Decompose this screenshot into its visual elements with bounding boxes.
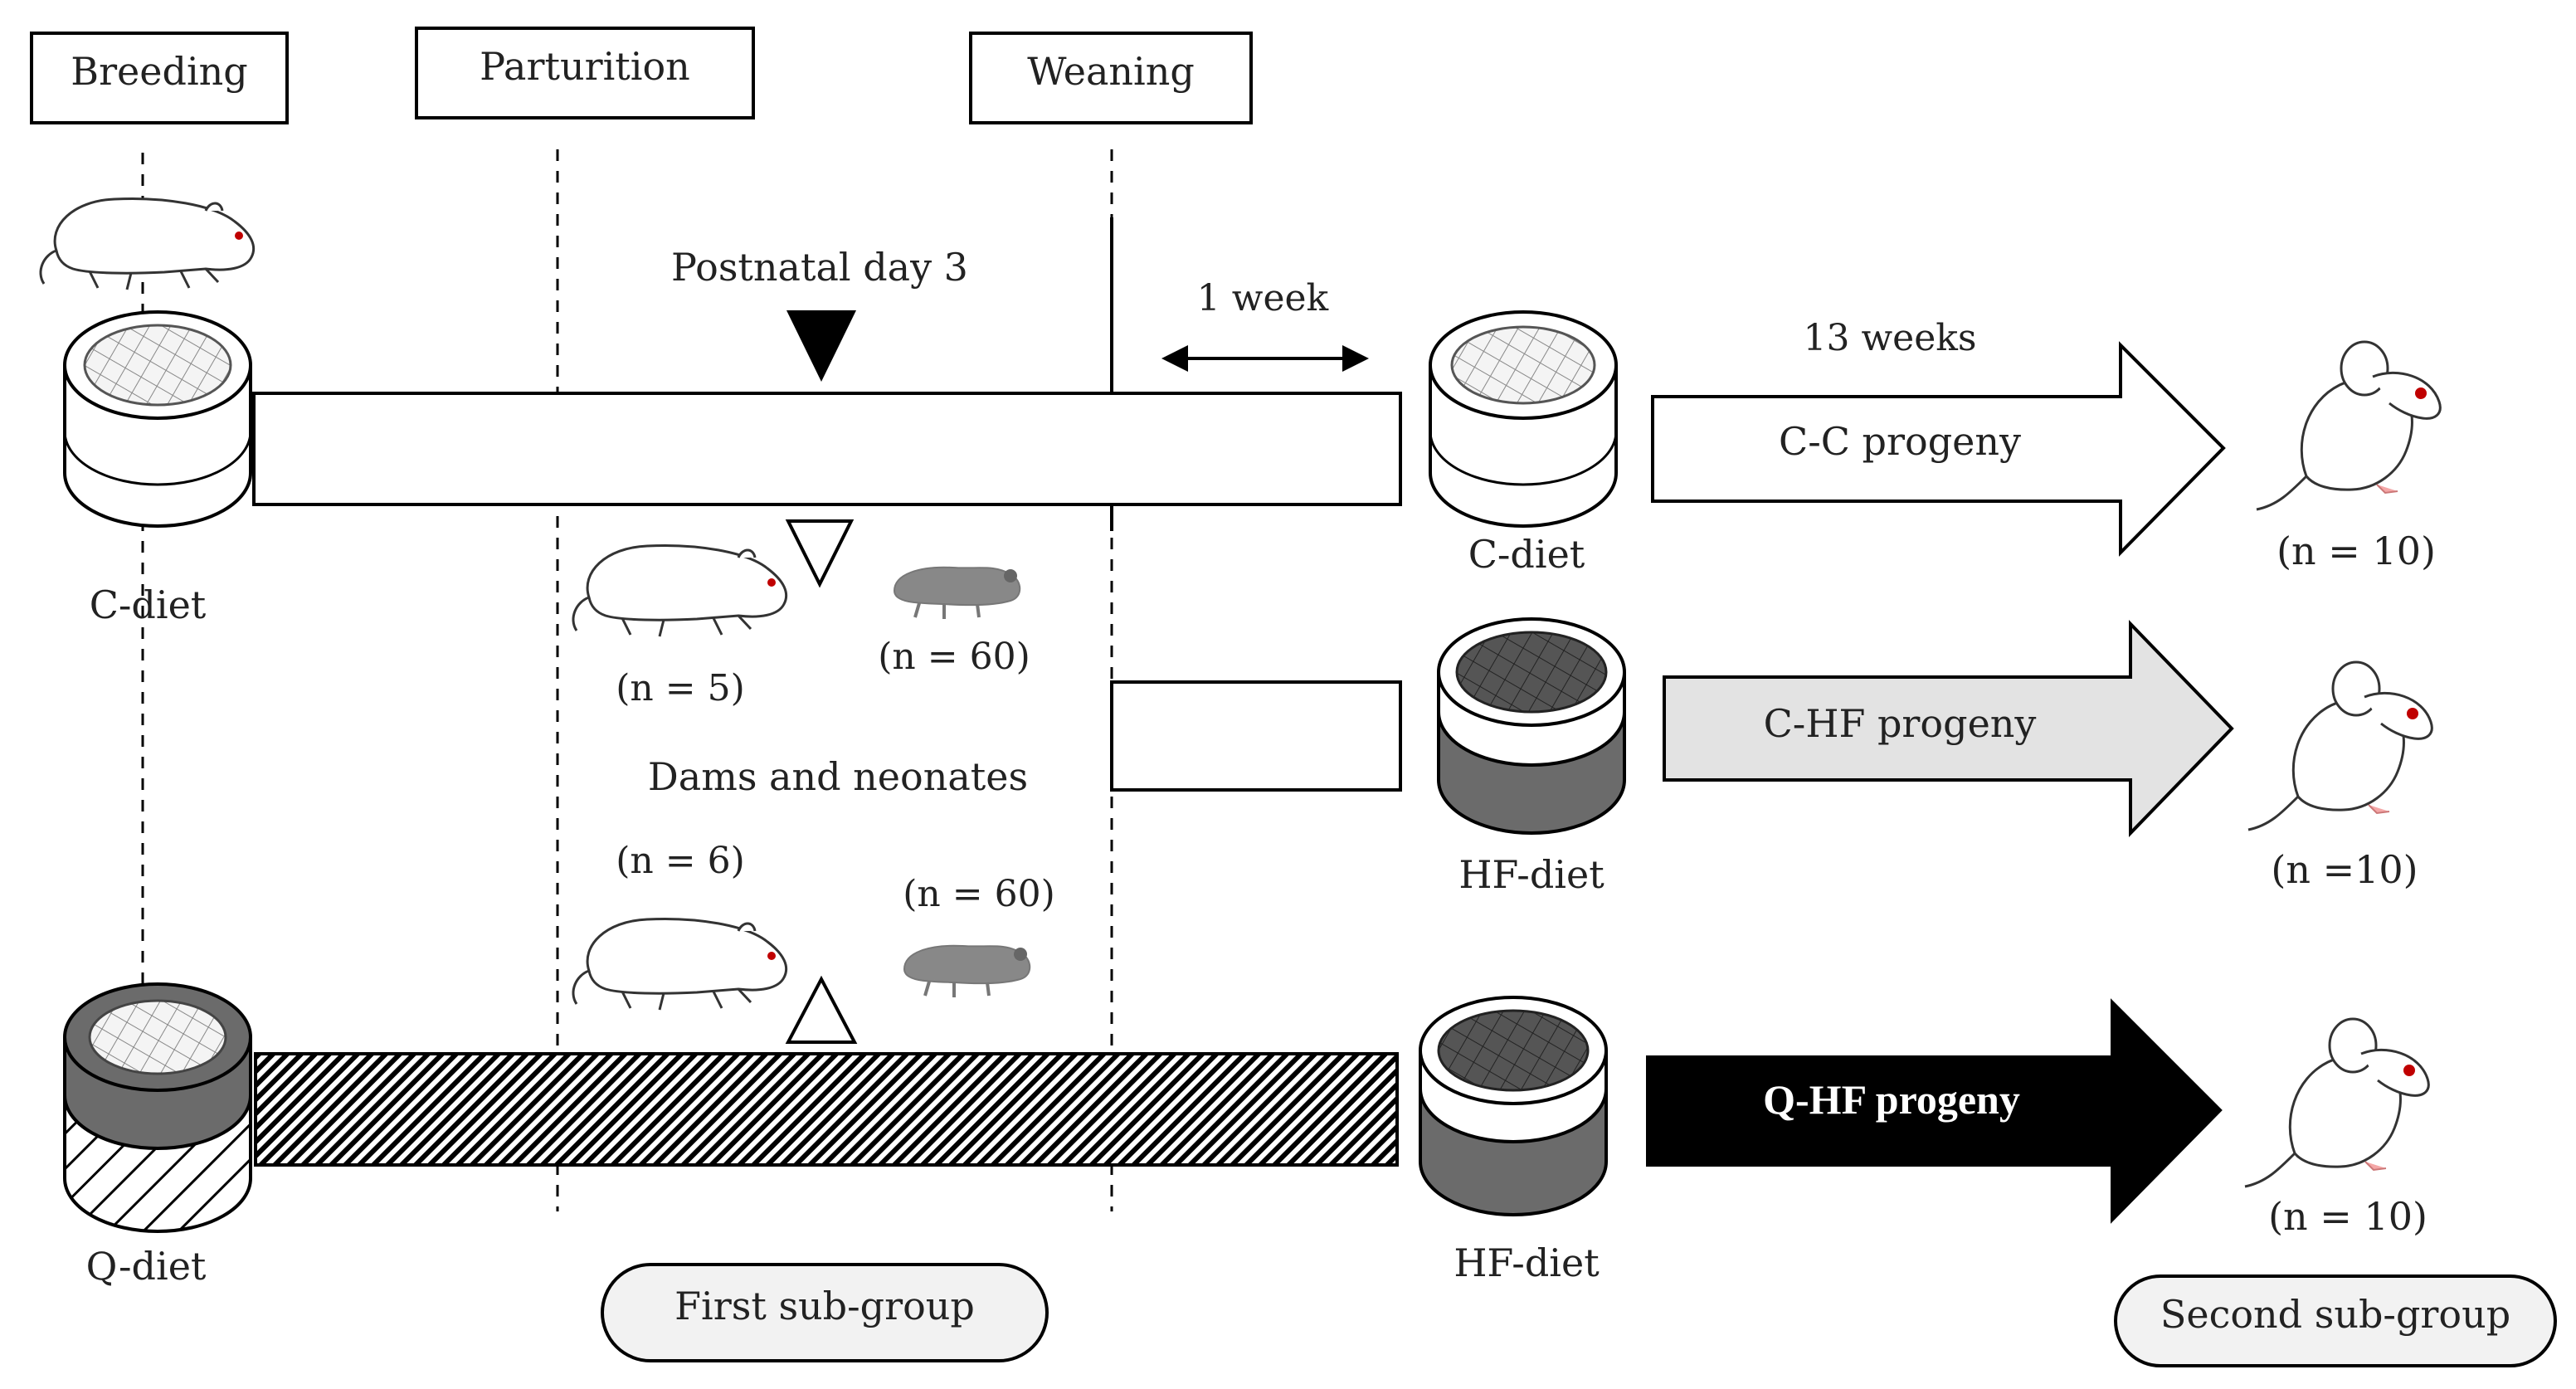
stage-weaning: Weaning bbox=[969, 32, 1253, 124]
top-pup-icon bbox=[893, 565, 1022, 621]
c-diet-cup-left-icon bbox=[63, 310, 252, 528]
cc-progeny-count: (n = 10) bbox=[2277, 529, 2436, 573]
second-subgroup-label: Second sub-group bbox=[2160, 1292, 2510, 1337]
qhf-progeny-count: (n = 10) bbox=[2268, 1194, 2427, 1239]
c-diet-timeline-bar bbox=[252, 392, 1402, 506]
bottom-open-triangle-icon bbox=[785, 975, 858, 1044]
chf-progeny-mouse-icon bbox=[2247, 660, 2433, 831]
qhf-progeny-mouse-icon bbox=[2243, 1017, 2430, 1188]
one-week-label: 1 week bbox=[1197, 277, 1329, 319]
q-diet-cup-left-icon bbox=[63, 982, 252, 1233]
cc-progeny-label: C-C progeny bbox=[1779, 419, 2021, 464]
bottom-pup-count: (n = 60) bbox=[903, 873, 1055, 915]
postnatal-day-down-triangle-icon bbox=[786, 310, 856, 382]
cc-progeny-arrow bbox=[1651, 341, 2226, 557]
breeding-dam-icon bbox=[39, 197, 256, 291]
qhf-progeny-label: Q-HF progeny bbox=[1763, 1076, 2020, 1123]
chf-progeny-arrow bbox=[1663, 620, 2234, 837]
chf-progeny-count: (n =10) bbox=[2271, 847, 2418, 892]
top-open-triangle-icon bbox=[785, 519, 855, 588]
c-diet-right-label: C-diet bbox=[1468, 532, 1585, 577]
stage-parturition-label: Parturition bbox=[480, 44, 690, 89]
chf-progeny-label: C-HF progeny bbox=[1764, 701, 2037, 746]
q-diet-left-label: Q-diet bbox=[86, 1244, 207, 1289]
dams-and-neonates-label: Dams and neonates bbox=[648, 754, 1028, 799]
thirteen-weeks-label: 13 weeks bbox=[1804, 317, 1977, 359]
c-diet-cup-right-icon bbox=[1429, 310, 1618, 528]
c-diet-left-label: C-diet bbox=[90, 582, 207, 627]
q-diet-timeline-bar bbox=[254, 1052, 1399, 1167]
stage-weaning-label: Weaning bbox=[1027, 49, 1195, 94]
qhf-progeny-arrow bbox=[1646, 998, 2223, 1224]
bottom-dam-count: (n = 6) bbox=[616, 840, 745, 882]
top-dam-count: (n = 5) bbox=[616, 667, 745, 709]
top-dam-icon bbox=[572, 543, 788, 638]
first-subgroup-pill: First sub-group bbox=[601, 1263, 1049, 1362]
first-subgroup-label: First sub-group bbox=[674, 1284, 975, 1328]
hf-diet-middle-label: HF-diet bbox=[1458, 852, 1605, 897]
postnatal-day-label: Postnatal day 3 bbox=[671, 245, 968, 290]
bottom-dam-icon bbox=[572, 917, 788, 1011]
stage-parturition: Parturition bbox=[415, 27, 755, 119]
second-subgroup-pill: Second sub-group bbox=[2114, 1274, 2557, 1367]
stage-breeding-label: Breeding bbox=[71, 49, 247, 94]
stage-breeding: Breeding bbox=[30, 32, 289, 124]
cc-progeny-mouse-icon bbox=[2255, 340, 2442, 511]
hf-diet-cup-bottom-icon bbox=[1419, 996, 1608, 1216]
hf-diet-bottom-label: HF-diet bbox=[1454, 1240, 1600, 1285]
bottom-pup-icon bbox=[903, 943, 1032, 999]
hf-diet-cup-middle-icon bbox=[1437, 617, 1626, 835]
top-pup-count: (n = 60) bbox=[878, 636, 1030, 678]
one-week-double-arrow-icon bbox=[1161, 345, 1369, 372]
c-hf-timeline-bar bbox=[1110, 680, 1402, 792]
